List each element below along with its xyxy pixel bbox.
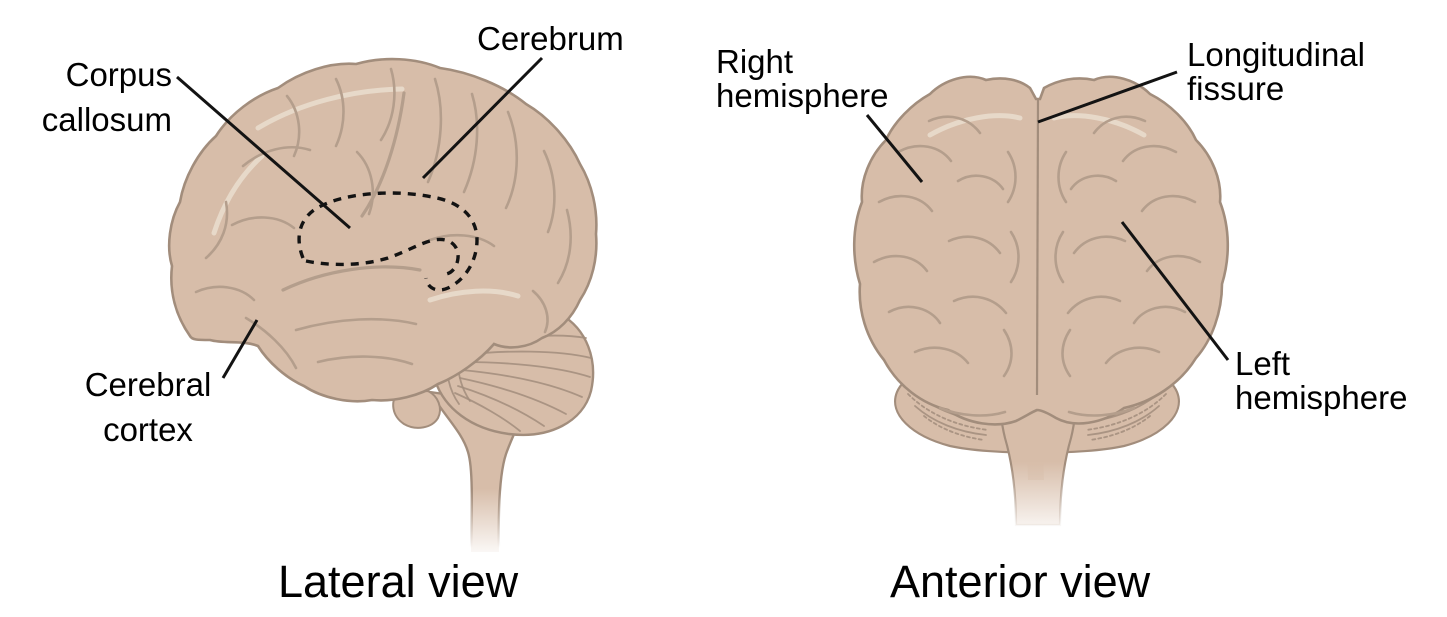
cerebellum-striations [445, 334, 592, 432]
anterior-view-illustration [852, 70, 1230, 527]
leader-line-longitudinal-fissure [1037, 70, 1178, 124]
label-line: Corpus [65, 56, 172, 93]
leader-line-right-hemisphere [865, 114, 924, 183]
caption-anterior-view: Anterior view [890, 556, 1151, 607]
gyri-sulci-lines [194, 67, 572, 370]
label-line: Cerebral [84, 366, 212, 403]
medulla-bump [392, 389, 441, 429]
caption-lateral-view: Lateral view [278, 556, 519, 607]
label-line: hemisphere [716, 77, 889, 114]
label-right-hemisphere: Right hemisphere [716, 45, 888, 113]
cerebrum-shape [167, 57, 598, 403]
corpus-callosum-outline [297, 191, 479, 292]
label-line: Longitudinal [1187, 36, 1365, 73]
gyri-sulci-lines [872, 113, 1202, 417]
leader-line-left-hemisphere [1120, 221, 1230, 361]
cerebrum-shape [852, 75, 1230, 426]
label-line: hemisphere [1235, 379, 1408, 416]
label-line: Cerebrum [477, 20, 624, 57]
label-line: cortex [103, 411, 193, 448]
leader-line-corpus-callosum [176, 75, 351, 230]
leader-line-cerebrum [421, 56, 544, 180]
longitudinal-fissure-line [1035, 98, 1040, 396]
leader-line-cerebral-cortex [221, 319, 259, 379]
label-cerebral-cortex: Cerebral cortex [55, 362, 241, 452]
label-line: Right [716, 43, 794, 80]
label-line: fissure [1187, 70, 1285, 107]
label-line: callosum [41, 101, 172, 138]
lateral-view-illustration [167, 56, 598, 554]
label-cerebrum: Cerebrum [477, 20, 624, 58]
label-longitudinal-fissure: Longitudinal fissure [1187, 38, 1365, 106]
label-corpus-callosum: Corpus callosum [10, 52, 172, 142]
label-line: Left [1235, 345, 1291, 382]
label-left-hemisphere: Left hemisphere [1235, 347, 1407, 415]
